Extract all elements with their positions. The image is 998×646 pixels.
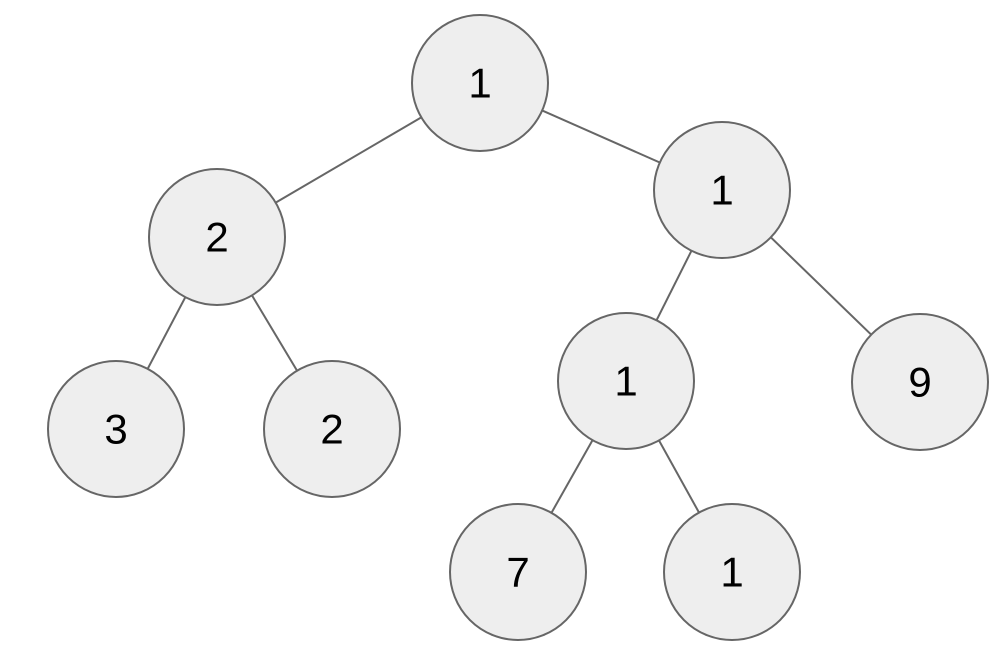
tree-node-RL: 1: [557, 312, 695, 450]
tree-node-label: 1: [468, 60, 491, 107]
tree-node-LR: 2: [263, 360, 401, 498]
nodes-layer: 1 2 1 3 2 1 9 7 1: [47, 14, 989, 641]
tree-node-R: 1: [653, 121, 791, 259]
tree-node-circle: [148, 168, 286, 306]
tree-node-label: 2: [320, 406, 343, 453]
tree-node-circle: [557, 312, 695, 450]
tree-node-root: 1: [411, 14, 549, 152]
tree-node-label: 2: [205, 214, 228, 261]
edges-layer: [115, 82, 921, 573]
tree-node-circle: [851, 313, 989, 451]
tree-node-circle: [411, 14, 549, 152]
tree-node-circle: [653, 121, 791, 259]
tree-node-label: 1: [614, 358, 637, 405]
tree-node-label: 3: [104, 406, 127, 453]
tree-node-RLR: 1: [663, 503, 801, 641]
tree-node-label: 7: [506, 549, 529, 596]
tree-node-label: 9: [908, 359, 931, 406]
tree-node-RLL: 7: [449, 503, 587, 641]
tree-node-circle: [449, 503, 587, 641]
tree-node-label: 1: [710, 167, 733, 214]
tree-node-RR: 9: [851, 313, 989, 451]
tree-node-LL: 3: [47, 360, 185, 498]
tree-node-label: 1: [720, 549, 743, 596]
tree-node-circle: [663, 503, 801, 641]
tree-node-circle: [47, 360, 185, 498]
tree-node-L: 2: [148, 168, 286, 306]
tree-node-circle: [263, 360, 401, 498]
